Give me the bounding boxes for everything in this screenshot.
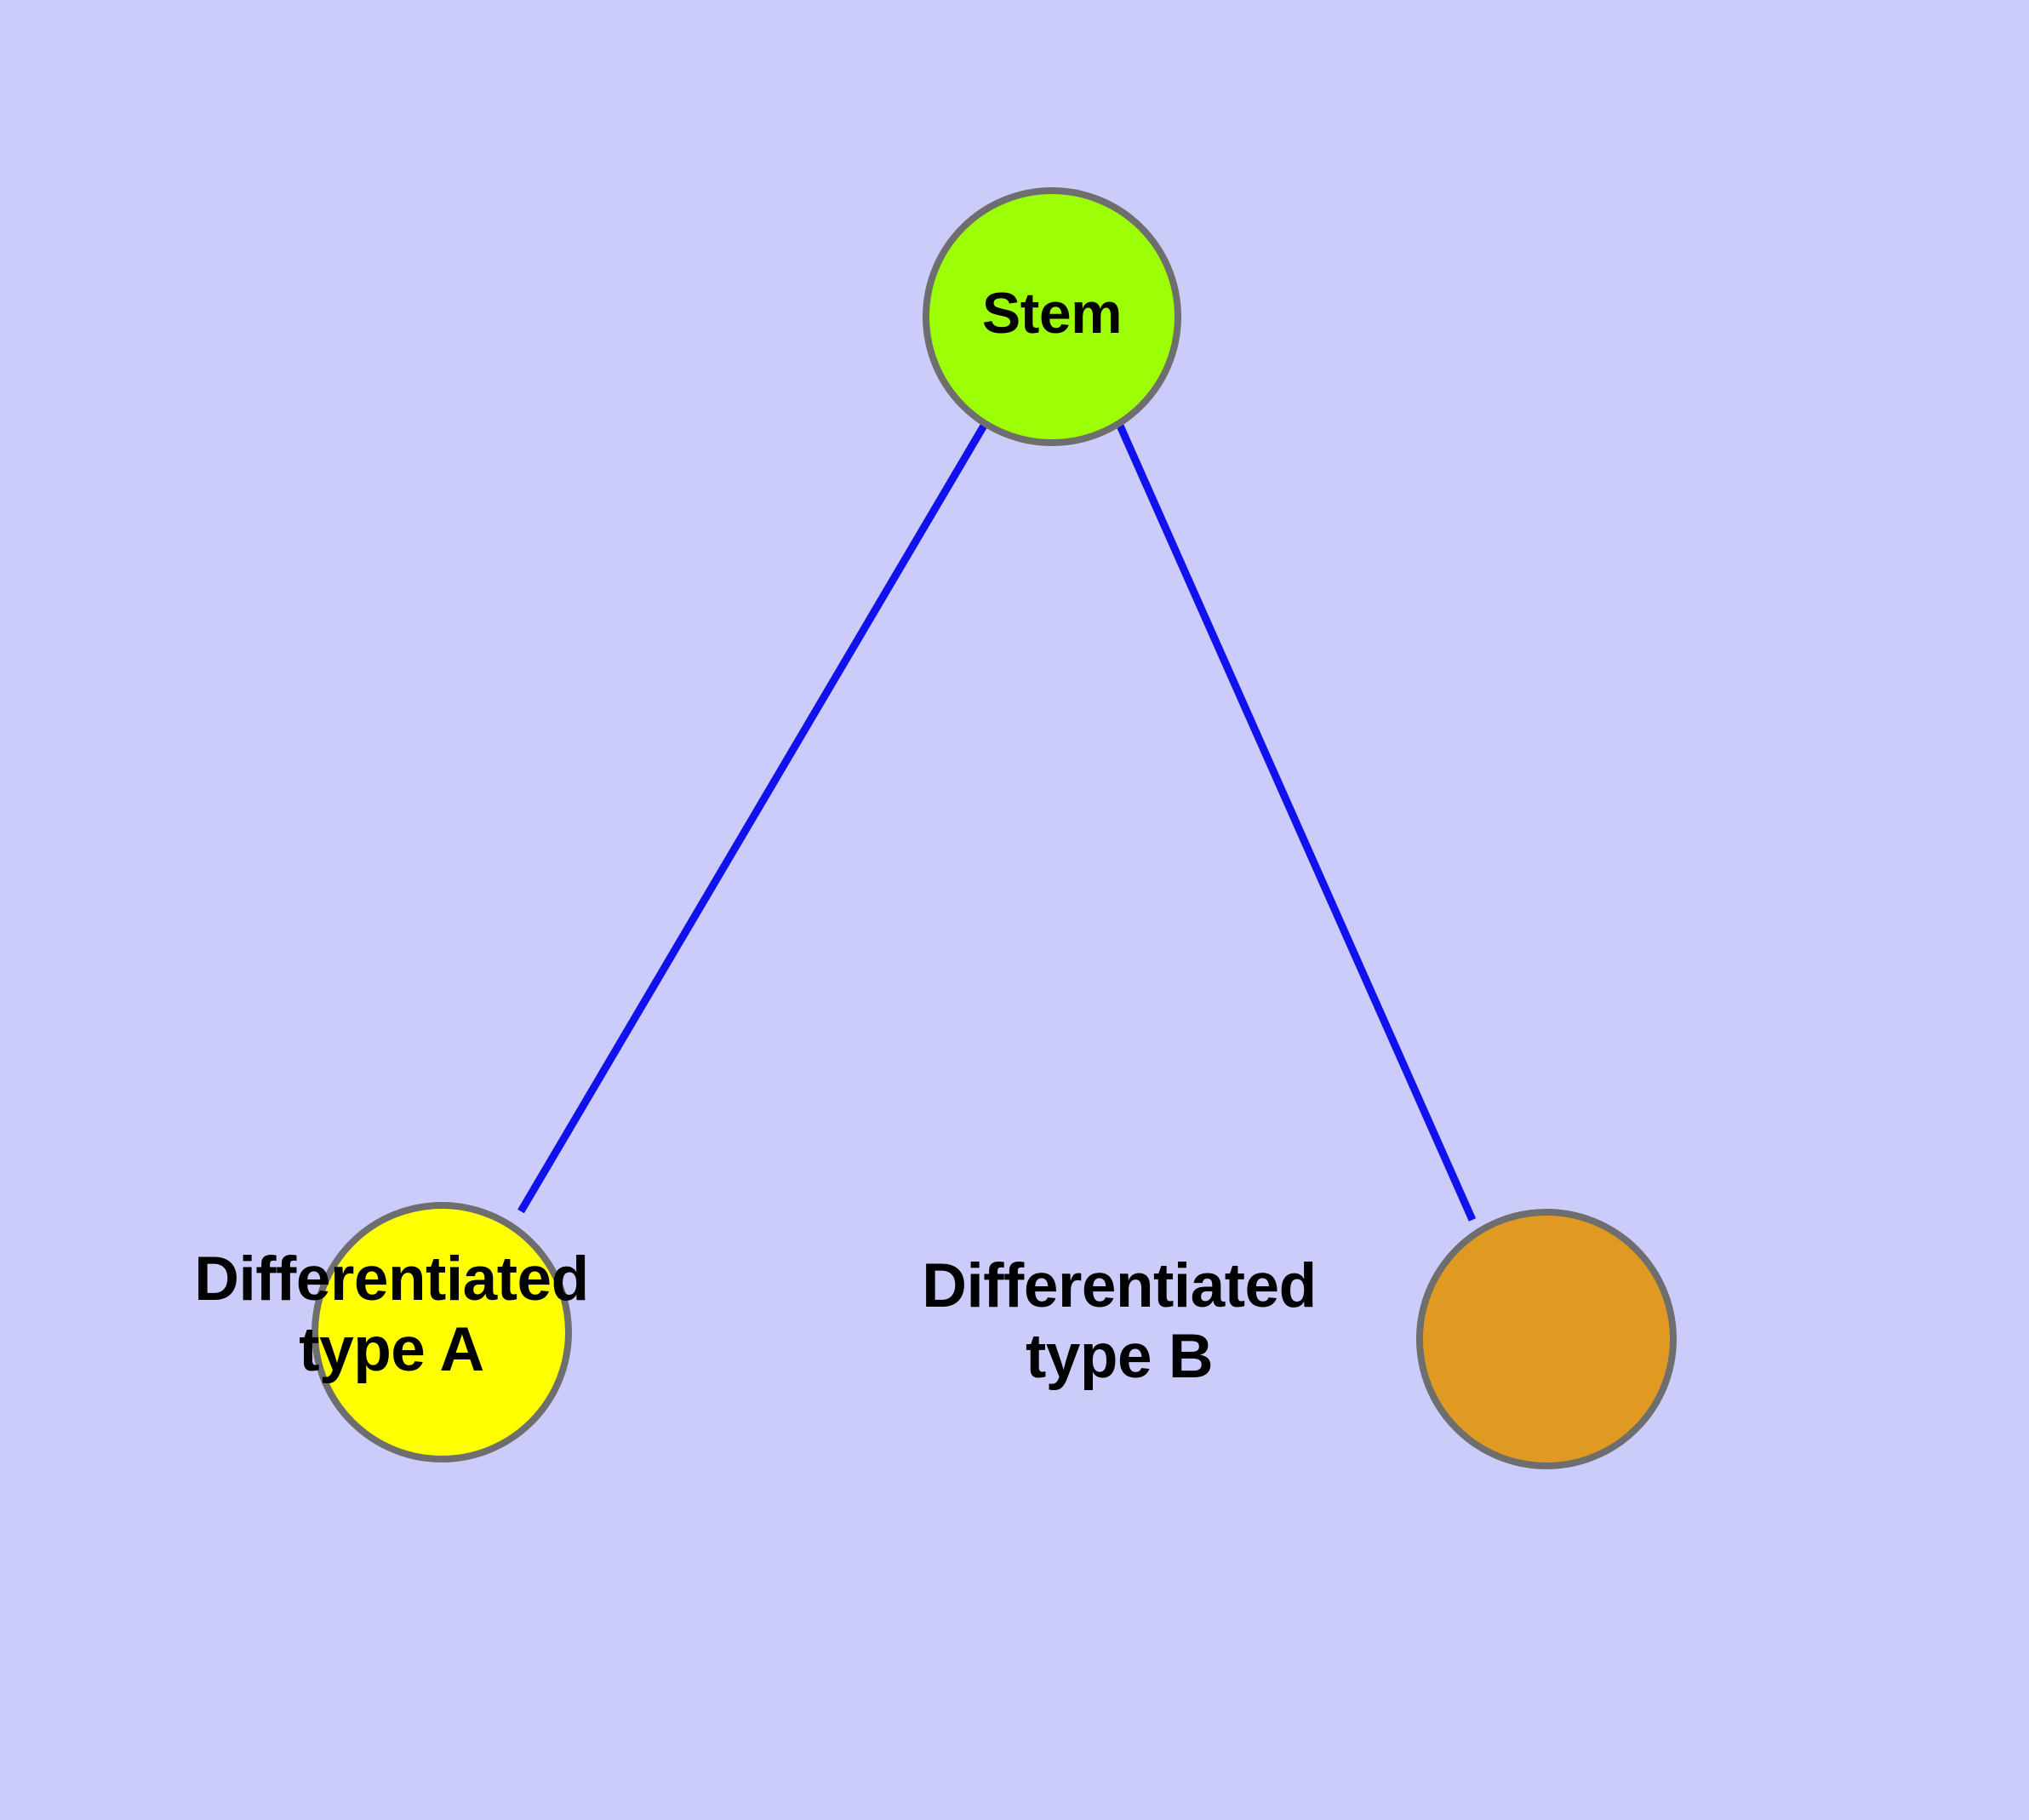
node-label-stem: Stem bbox=[981, 281, 1123, 346]
node-differentiated-type-b[interactable] bbox=[1416, 1209, 1677, 1469]
node-label-differentiated-type-a-line2: type A bbox=[299, 1315, 484, 1384]
node-label-differentiated-type-b-line1: Differentiated bbox=[922, 1251, 1317, 1320]
edge-stem-to-differentiated-type-b bbox=[1116, 424, 1477, 1222]
node-label-differentiated-type-b-line2: type B bbox=[1025, 1322, 1214, 1391]
node-label-differentiated-type-a-line1: Differentiated bbox=[194, 1245, 589, 1313]
edge-stem-to-differentiated-type-a bbox=[517, 423, 987, 1214]
node-stem[interactable] bbox=[923, 187, 1181, 446]
node-differentiated-type-a[interactable] bbox=[311, 1202, 572, 1462]
